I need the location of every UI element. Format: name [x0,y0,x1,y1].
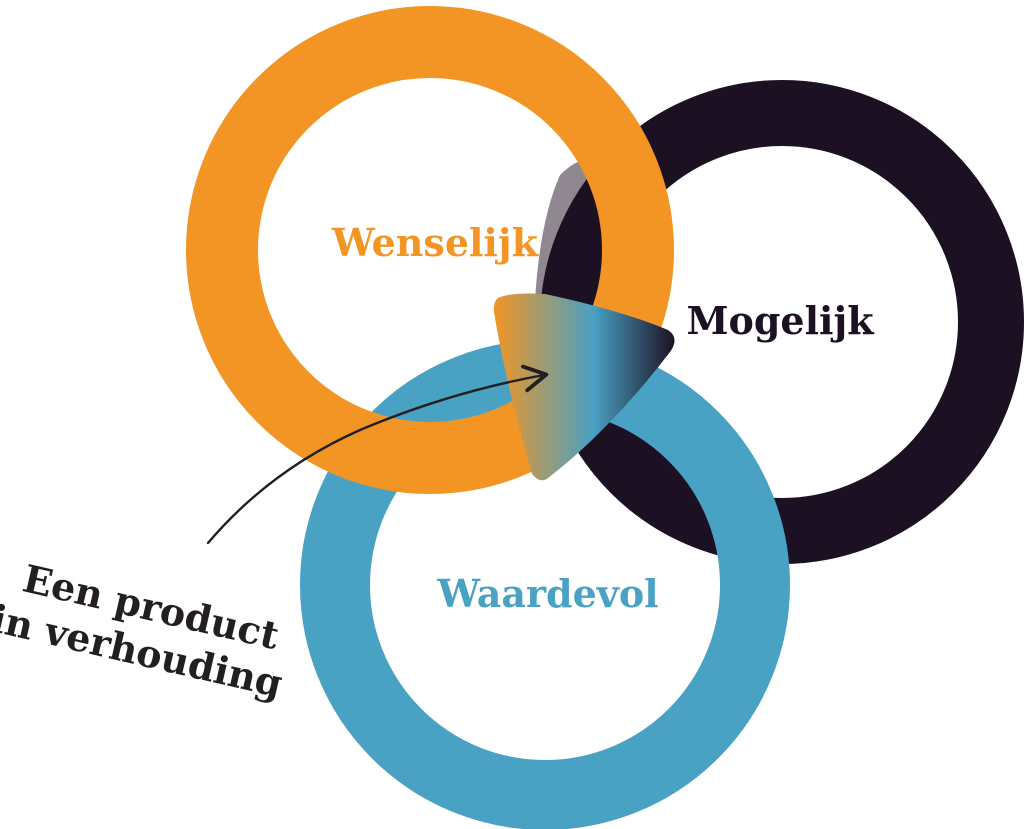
annotation-arrow [206,364,549,545]
mogelijk-label: Mogelijk [686,298,874,343]
wenselijk-label: Wenselijk [331,220,539,265]
waardevol-label: Waardevol [436,571,658,616]
annotation-text: Een product in verhouding [0,556,287,707]
wenselijk-ring [186,6,674,494]
center-intersection [493,293,675,481]
